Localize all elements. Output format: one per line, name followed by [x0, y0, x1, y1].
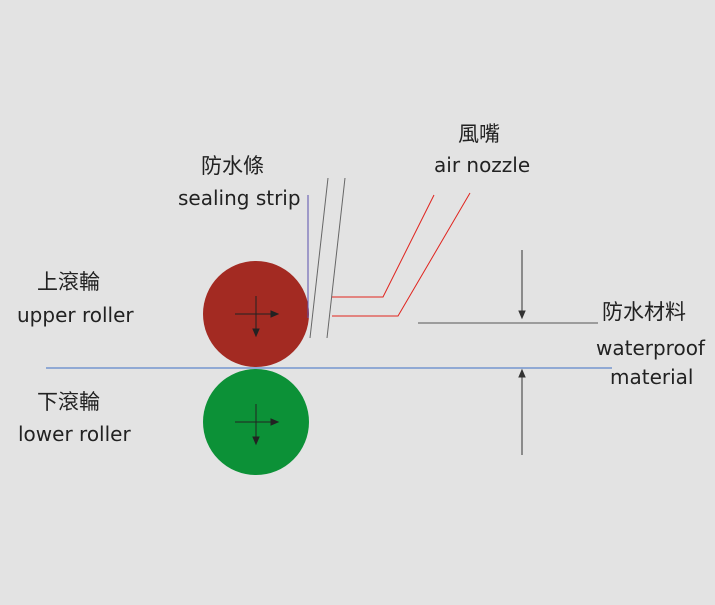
material-label-zh: 防水材料 [602, 300, 686, 324]
upper-roller-label-zh: 上滾輪 [37, 270, 100, 294]
air-nozzle-line-upper [332, 194, 435, 298]
gap-arrow-down-icon [518, 250, 526, 320]
sealing-strip-edge-right [326, 177, 346, 339]
sealing-strip-edge-left [309, 177, 329, 339]
air-nozzle-label-zh: 風嘴 [458, 122, 500, 146]
sealing-strip-label-en: sealing strip [178, 186, 301, 210]
air-nozzle-line-lower [332, 192, 471, 317]
material-label-en-line1: waterproof [596, 336, 705, 360]
lower-roller-label-en: lower roller [18, 422, 131, 446]
material-label-en-line2: material [610, 365, 694, 389]
lower-roller-label-zh: 下滾輪 [37, 390, 100, 414]
upper-roller-label-en: upper roller [17, 303, 134, 327]
upper-roller-axis-icon [235, 296, 280, 338]
air-nozzle-label-en: air nozzle [434, 153, 531, 177]
gap-arrow-up-icon [518, 368, 526, 455]
sealing-strip-label-zh: 防水條 [201, 154, 264, 178]
lower-roller-axis-icon [235, 404, 280, 446]
